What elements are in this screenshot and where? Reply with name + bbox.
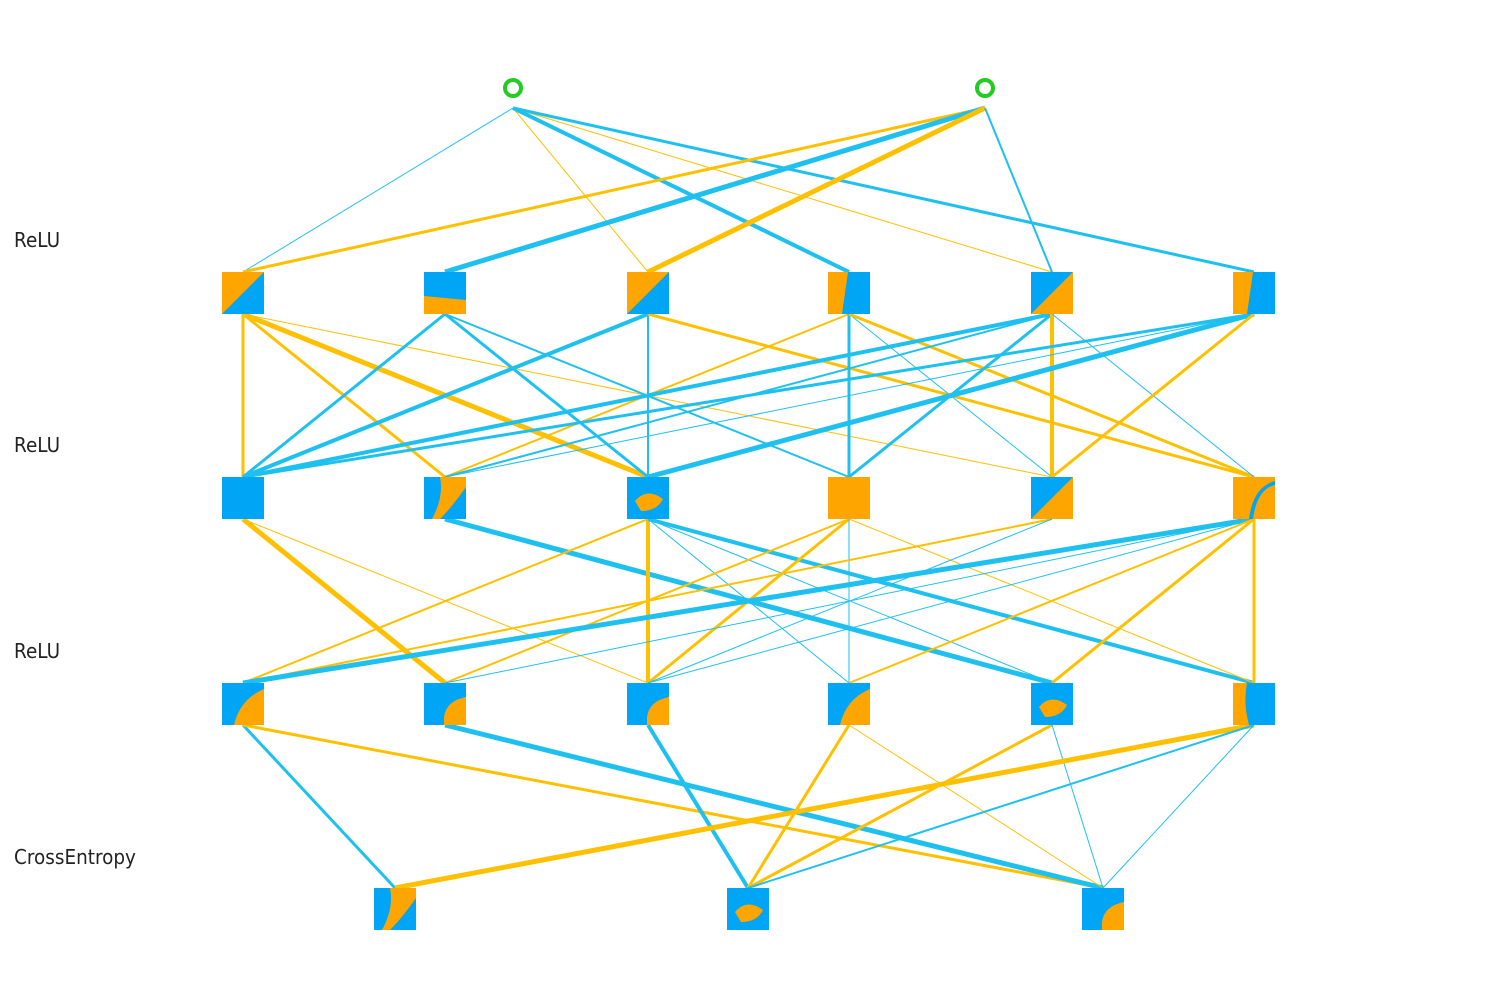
edge xyxy=(746,724,851,889)
edge xyxy=(646,105,987,275)
edge xyxy=(647,518,1255,684)
edge xyxy=(984,107,1053,273)
edge xyxy=(1051,724,1104,889)
edge xyxy=(241,517,447,685)
edge xyxy=(647,311,1255,480)
edge xyxy=(241,723,397,890)
edge xyxy=(242,312,1255,479)
edge xyxy=(444,105,986,275)
layer-label-4: CrossEntropy xyxy=(14,845,136,869)
output-node[interactable] xyxy=(727,888,769,930)
edge xyxy=(512,107,649,273)
edge xyxy=(444,312,649,479)
edge xyxy=(242,518,1053,684)
edge xyxy=(242,312,446,479)
hidden-node[interactable] xyxy=(1031,683,1073,725)
edge xyxy=(646,723,750,890)
edge xyxy=(747,723,1053,890)
edge xyxy=(242,107,514,273)
edge xyxy=(1102,724,1255,889)
edge xyxy=(512,107,1053,273)
hidden-node[interactable] xyxy=(222,683,264,725)
edge xyxy=(444,518,1255,684)
hidden-node[interactable] xyxy=(424,477,466,519)
edge xyxy=(1051,312,1255,479)
hidden-node[interactable] xyxy=(627,477,669,519)
hidden-node[interactable] xyxy=(828,683,870,725)
edge xyxy=(394,722,1255,891)
edges-group xyxy=(241,105,1256,891)
input-node[interactable] xyxy=(503,78,523,98)
hidden-node[interactable] xyxy=(424,272,466,314)
hidden-node[interactable] xyxy=(627,272,669,314)
edge xyxy=(512,106,850,274)
edge xyxy=(848,518,1255,684)
edge xyxy=(747,724,1255,889)
hidden-node[interactable] xyxy=(1233,272,1275,314)
hidden-node[interactable] xyxy=(1031,272,1073,314)
edge xyxy=(1051,517,1255,685)
edge xyxy=(242,312,1053,479)
hidden-node[interactable] xyxy=(424,683,466,725)
layer-label-2: ReLU xyxy=(14,433,61,457)
hidden-node[interactable] xyxy=(1031,477,1073,519)
edge xyxy=(242,312,649,479)
edge xyxy=(242,518,649,684)
input-node[interactable] xyxy=(975,78,995,98)
edge xyxy=(444,722,1104,891)
edge xyxy=(512,106,1255,274)
nodes-group xyxy=(222,78,1275,930)
hidden-node[interactable] xyxy=(828,272,870,314)
hidden-node[interactable] xyxy=(222,272,264,314)
layer-label-1: ReLU xyxy=(14,228,61,252)
edge xyxy=(444,313,1255,478)
edge xyxy=(242,106,986,274)
hidden-node[interactable] xyxy=(1233,477,1275,519)
output-node[interactable] xyxy=(374,888,416,930)
hidden-node[interactable] xyxy=(828,477,870,519)
hidden-node[interactable] xyxy=(627,683,669,725)
layer-label-3: ReLU xyxy=(14,639,61,663)
edge xyxy=(242,723,1104,890)
edge xyxy=(242,516,1255,686)
hidden-node[interactable] xyxy=(222,477,264,519)
output-node[interactable] xyxy=(1082,888,1124,930)
hidden-node[interactable] xyxy=(1233,683,1275,725)
edge xyxy=(848,724,1104,889)
